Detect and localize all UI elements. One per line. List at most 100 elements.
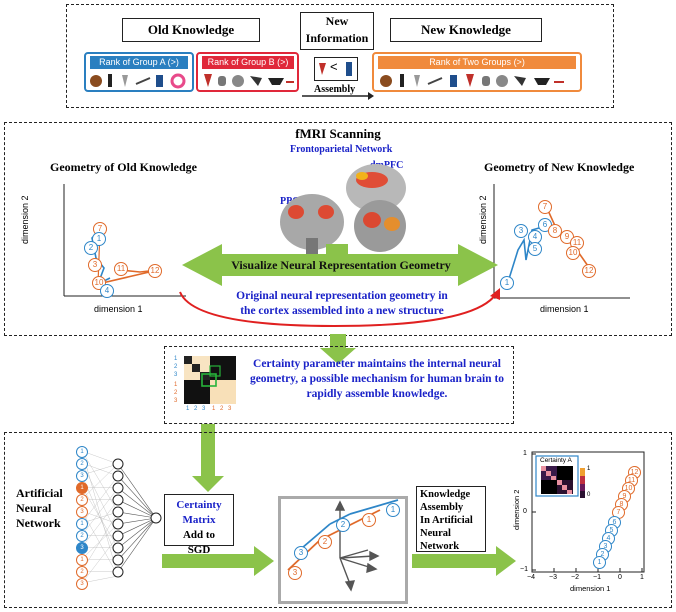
certainty-text-line3: rapidly assemble knowledge. — [306, 388, 448, 400]
visualize-stem — [326, 244, 348, 258]
ann-title: Artificial Neural Network — [16, 486, 63, 531]
top-section — [66, 4, 614, 108]
new-information-line2: Information — [305, 31, 369, 45]
new-node: 1 — [500, 276, 514, 290]
input-node: 3 — [76, 506, 88, 518]
new-node: 10 — [566, 246, 580, 260]
x-tick: 1 — [640, 574, 644, 581]
vector-node: 2 — [318, 535, 332, 549]
new-plot-ylabel: dimension 2 — [478, 195, 488, 244]
new-information-box: New Information — [300, 12, 374, 50]
vector-node: 3 — [294, 546, 308, 560]
network-connections — [81, 450, 162, 584]
original-text-line2: the cortex assembled into a new structur… — [240, 305, 444, 317]
down-arrow-1 — [320, 334, 356, 364]
y-tick: 1 — [523, 450, 527, 457]
cm-bottom-label: 1 — [212, 406, 216, 412]
certainty-text-line2: geometry, a possible mechanism for human… — [249, 373, 505, 385]
cm-bottom-label: 2 — [194, 406, 198, 412]
x-tick: −3 — [549, 574, 557, 581]
input-node: 1 — [76, 518, 88, 530]
cm-bottom-label: 1 — [186, 406, 190, 412]
cm-left-label: 2 — [174, 364, 178, 370]
old-node: 3 — [88, 258, 102, 272]
result-xlabel: dimension 1 — [570, 584, 611, 593]
certainty-matrix-image — [178, 354, 238, 412]
old-plot-xlabel: dimension 1 — [94, 304, 143, 314]
new-information-line1: New — [325, 14, 349, 28]
colorbar-tick: 0 — [587, 492, 591, 498]
assembly-arrow — [302, 92, 374, 100]
certainty-text: Certainty parameter maintains the intern… — [244, 357, 510, 402]
cm-bottom-label: 3 — [202, 406, 206, 412]
y-tick: −1 — [520, 566, 528, 573]
input-node: 2 — [76, 566, 88, 578]
input-node: 3 — [76, 542, 88, 554]
group-a-objects — [90, 73, 186, 89]
cm-left-label: 1 — [174, 356, 178, 362]
y-tick: 0 — [523, 508, 527, 515]
sgd-label: SGD — [187, 544, 211, 556]
assembly-label: Assembly — [314, 84, 356, 95]
input-node: 2 — [76, 530, 88, 542]
result-node: 1 — [593, 556, 606, 569]
brain-images — [280, 164, 406, 254]
visualize-label: Visualize Neural Representation Geometry — [231, 258, 451, 272]
group-b-objects — [204, 74, 294, 87]
ann-title-line2: Neural — [16, 501, 52, 515]
vector-node: 1 — [362, 513, 376, 527]
new-node: 7 — [538, 200, 552, 214]
old-plot-ylabel: dimension 2 — [20, 195, 30, 244]
sgd-box: Certainty Matrix Add to SGD — [164, 494, 234, 556]
old-knowledge-title: Old Knowledge — [122, 18, 260, 42]
new-plot-xlabel: dimension 1 — [540, 304, 589, 314]
group-a-box — [84, 52, 194, 92]
new-node: 5 — [528, 242, 542, 256]
cm-left-label: 3 — [174, 398, 178, 404]
ann-title-line1: Artificial — [16, 486, 63, 500]
right-arrow-1 — [162, 546, 274, 576]
original-text-line1: Original neural representation geometry … — [236, 290, 448, 302]
ann-section — [4, 432, 672, 608]
red-curved-arrow — [179, 288, 500, 328]
input-node: 1 — [76, 554, 88, 566]
input-node: 1 — [76, 446, 88, 458]
add-to-label: Add to — [182, 529, 216, 541]
two-groups-bar: Rank of Two Groups (>) — [378, 56, 576, 69]
group-b-box — [196, 52, 299, 92]
x-tick: −1 — [593, 574, 601, 581]
fmri-title: fMRI Scanning — [295, 126, 381, 141]
right-arrow-2 — [412, 546, 516, 576]
cm-left-label: 1 — [174, 382, 178, 388]
vector-node: 1 — [386, 503, 400, 517]
knowledge-assembly-box: Knowledge Assembly In Artificial Neural … — [416, 486, 486, 552]
new-info-pair-box — [314, 57, 358, 81]
ann-title-line3: Network — [16, 516, 61, 530]
old-geometry-title: Geometry of Old Knowledge — [50, 160, 197, 174]
input-node: 3 — [76, 470, 88, 482]
input-node: 1 — [76, 482, 88, 494]
down-arrow-2 — [192, 424, 224, 492]
group-a-bar: Rank of Group A (>) — [90, 56, 188, 69]
vector-node: 3 — [288, 566, 302, 580]
certainty-a-label: Certainty A — [540, 457, 572, 464]
original-text: Original neural representation geometry … — [214, 289, 470, 319]
ka-line2: Assembly — [420, 502, 464, 513]
ka-line4: Neural — [420, 528, 451, 539]
result-ylabel: dimension 2 — [512, 489, 521, 530]
new-info-pair-icons — [319, 62, 352, 76]
cm-bottom-label: 3 — [228, 406, 232, 412]
cm-left-label: 2 — [174, 390, 178, 396]
ka-line3: In Artificial — [420, 515, 473, 526]
certainty-section — [164, 346, 514, 424]
cm-left-label: 3 — [174, 372, 178, 378]
two-groups-box — [372, 52, 582, 92]
less-than-sign: < — [330, 59, 338, 74]
old-geometry-plot — [63, 184, 186, 297]
input-node: 2 — [76, 494, 88, 506]
dmpfc-label: dmPFC — [370, 160, 404, 171]
cm-bottom-label: 2 — [220, 406, 224, 412]
result-plot — [531, 451, 645, 573]
two-groups-objects — [380, 74, 564, 87]
ppc-label: PPC — [280, 196, 300, 207]
